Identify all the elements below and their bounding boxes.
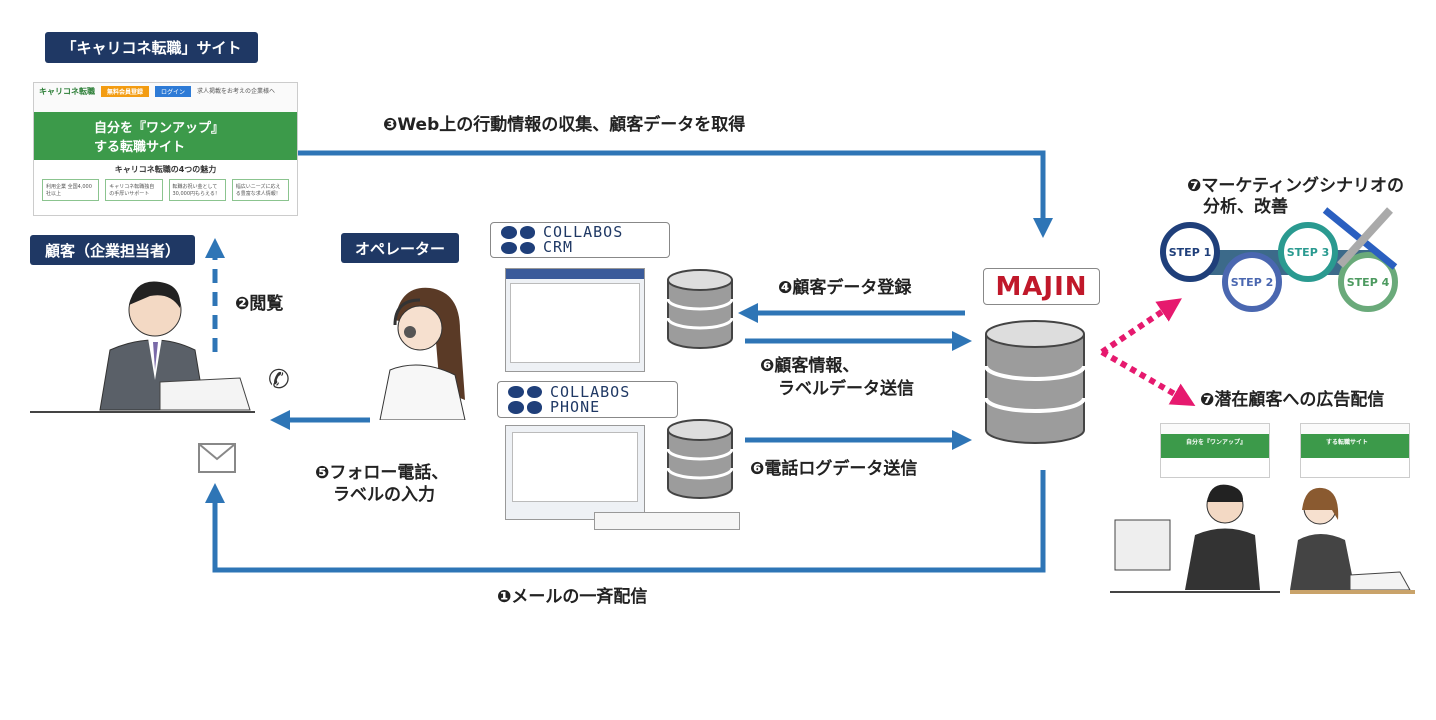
flow-7b-label: ❼潜在顧客への広告配信 xyxy=(1200,390,1385,410)
flow-7a-label-1: ❼マーケティングシナリオの xyxy=(1187,176,1405,196)
steps-graphic: STEP 1 STEP 2 STEP 3 STEP 4 xyxy=(1160,220,1405,320)
phone-toolbar-screenshot xyxy=(594,512,740,530)
flow-6a-label-2: ラベルデータ送信 xyxy=(778,379,914,399)
flow-3-label: ❸Web上の行動情報の収集、顧客データを取得 xyxy=(383,115,746,135)
flow-2-label: ❷閲覧 xyxy=(235,294,284,314)
site-subtitle: キャリコネ転職の4つの魅力 xyxy=(114,164,217,174)
prospects-illustration xyxy=(1110,484,1415,594)
flow-6b-label: ❻電話ログデータ送信 xyxy=(750,459,918,479)
arrow-7-ads xyxy=(1100,349,1196,407)
arrow-3-web-collect xyxy=(298,150,1053,238)
phone-screenshot xyxy=(505,425,645,520)
majin-logo: MAJIN xyxy=(983,268,1100,305)
site-screenshot: キャリコネ転職無料会員登録ログイン求人掲載をお考えの企業様へ 自分を『ワンアップ… xyxy=(33,82,298,216)
phone-icon: ✆ xyxy=(268,365,290,395)
site-card: キャリコネ転職独自の手厚いサポート xyxy=(105,178,163,201)
site-card: 利用企業 全国4,000社以上 xyxy=(42,178,100,201)
step-2: STEP 2 xyxy=(1222,252,1282,312)
ad-preview-2: する転職サイト xyxy=(1300,423,1410,478)
flow-5-label-2: ラベルの入力 xyxy=(333,485,435,505)
site-label: 「キャリコネ転職」サイト xyxy=(45,32,258,63)
site-login: ログイン xyxy=(155,86,192,97)
crm-database-icon xyxy=(666,269,734,349)
operator-illustration xyxy=(379,287,466,420)
flow-4-label: ❹顧客データ登録 xyxy=(778,278,912,298)
flow-5-label-1: ❺フォロー電話、 xyxy=(315,463,449,483)
arrow-1-mail xyxy=(205,470,1046,573)
arrow-7-analysis xyxy=(1100,298,1182,355)
site-hero-2: する転職サイト xyxy=(94,139,186,155)
site-logo: キャリコネ転職 xyxy=(39,87,95,96)
majin-database-icon xyxy=(984,320,1086,444)
mail-icon xyxy=(198,443,236,473)
ad-preview-1: 自分を『ワンアップ』 xyxy=(1160,423,1270,478)
step-3: STEP 3 xyxy=(1278,222,1338,282)
customer-illustration xyxy=(30,281,255,413)
tools-icon xyxy=(1322,207,1398,270)
step-1: STEP 1 xyxy=(1160,222,1220,282)
site-card: 幅広いニーズに応える豊富な求人情報！ xyxy=(231,178,289,201)
site-corp: 求人掲載をお考えの企業様へ xyxy=(197,88,276,95)
operator-label: オペレーター xyxy=(341,233,459,263)
customer-label: 顧客（企業担当者） xyxy=(30,235,195,265)
site-hero-1: 自分を『ワンアップ』 xyxy=(94,120,225,136)
flow-6a-label-1: ❻顧客情報、 xyxy=(760,356,860,376)
flow-7a-label-2: 分析、改善 xyxy=(1203,197,1288,217)
flow-1-label: ❶メールの一斉配信 xyxy=(497,587,648,607)
site-card: 転職お祝い金として30,000円もらえる！ xyxy=(168,178,226,201)
site-register: 無料会員登録 xyxy=(101,86,150,97)
crm-screenshot xyxy=(505,268,645,372)
phone-database-icon xyxy=(666,419,734,499)
